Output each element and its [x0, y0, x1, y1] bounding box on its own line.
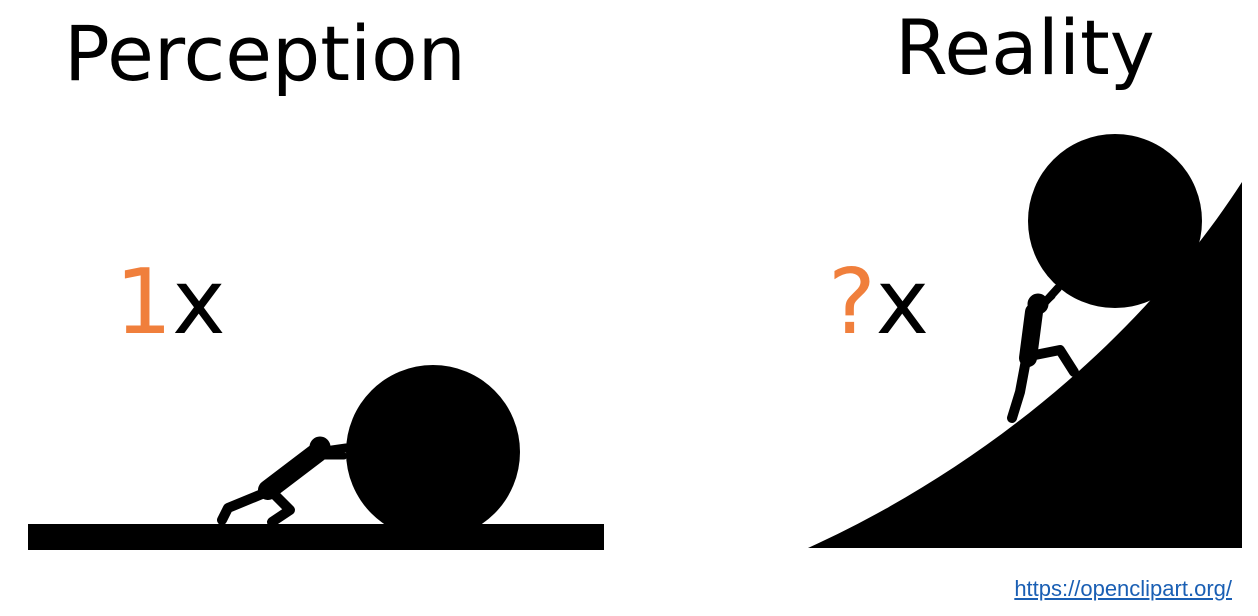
reality-multiplier-suffix: x	[875, 250, 930, 355]
perception-multiplier: 1x	[115, 258, 226, 348]
perception-title: Perception	[64, 9, 466, 98]
flat-ground	[28, 524, 604, 550]
perception-multiplier-number: 1	[115, 250, 173, 355]
reality-multiplier-number: ?	[828, 250, 876, 355]
steep-slope	[808, 182, 1242, 548]
boulder-left	[346, 365, 520, 539]
reality-multiplier: ?x	[828, 258, 929, 348]
flat-ground-scene	[28, 365, 604, 550]
pushing-person-left-icon	[217, 436, 351, 527]
steep-slope-scene	[808, 134, 1242, 548]
openclipart-credit-link[interactable]: https://openclipart.org/	[1014, 576, 1232, 601]
pushing-person-right-icon	[1007, 284, 1079, 423]
perception-multiplier-suffix: x	[172, 250, 226, 355]
boulder-right	[1028, 134, 1202, 308]
reality-title: Reality	[895, 3, 1155, 92]
